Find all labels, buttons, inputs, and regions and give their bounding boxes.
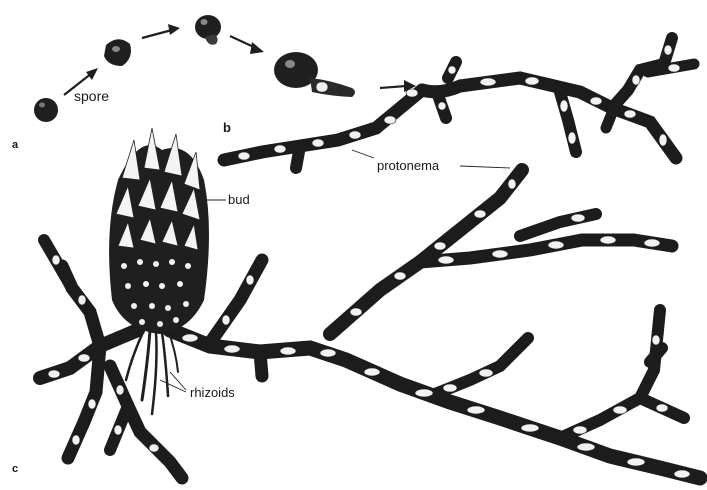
panel-a-label: a bbox=[12, 139, 19, 151]
rhizoids-label: rhizoids bbox=[190, 385, 235, 400]
spore-1 bbox=[34, 98, 58, 122]
spore-3 bbox=[195, 15, 221, 45]
protonema-label: protonema bbox=[377, 158, 440, 173]
spore-label: spore bbox=[74, 88, 109, 104]
spore-4-germinating bbox=[274, 52, 355, 97]
panel-c-label: c bbox=[12, 463, 18, 475]
panel-b-label: b bbox=[223, 120, 231, 135]
rhizoids-leader bbox=[170, 372, 186, 390]
bud-label: bud bbox=[228, 192, 250, 207]
spore-2 bbox=[104, 39, 131, 66]
protonema-leader bbox=[352, 150, 374, 158]
panel-c-gametophore: bud rhizoids c bbox=[12, 128, 700, 478]
protonema-leader-right bbox=[460, 166, 510, 168]
bud bbox=[109, 128, 209, 334]
